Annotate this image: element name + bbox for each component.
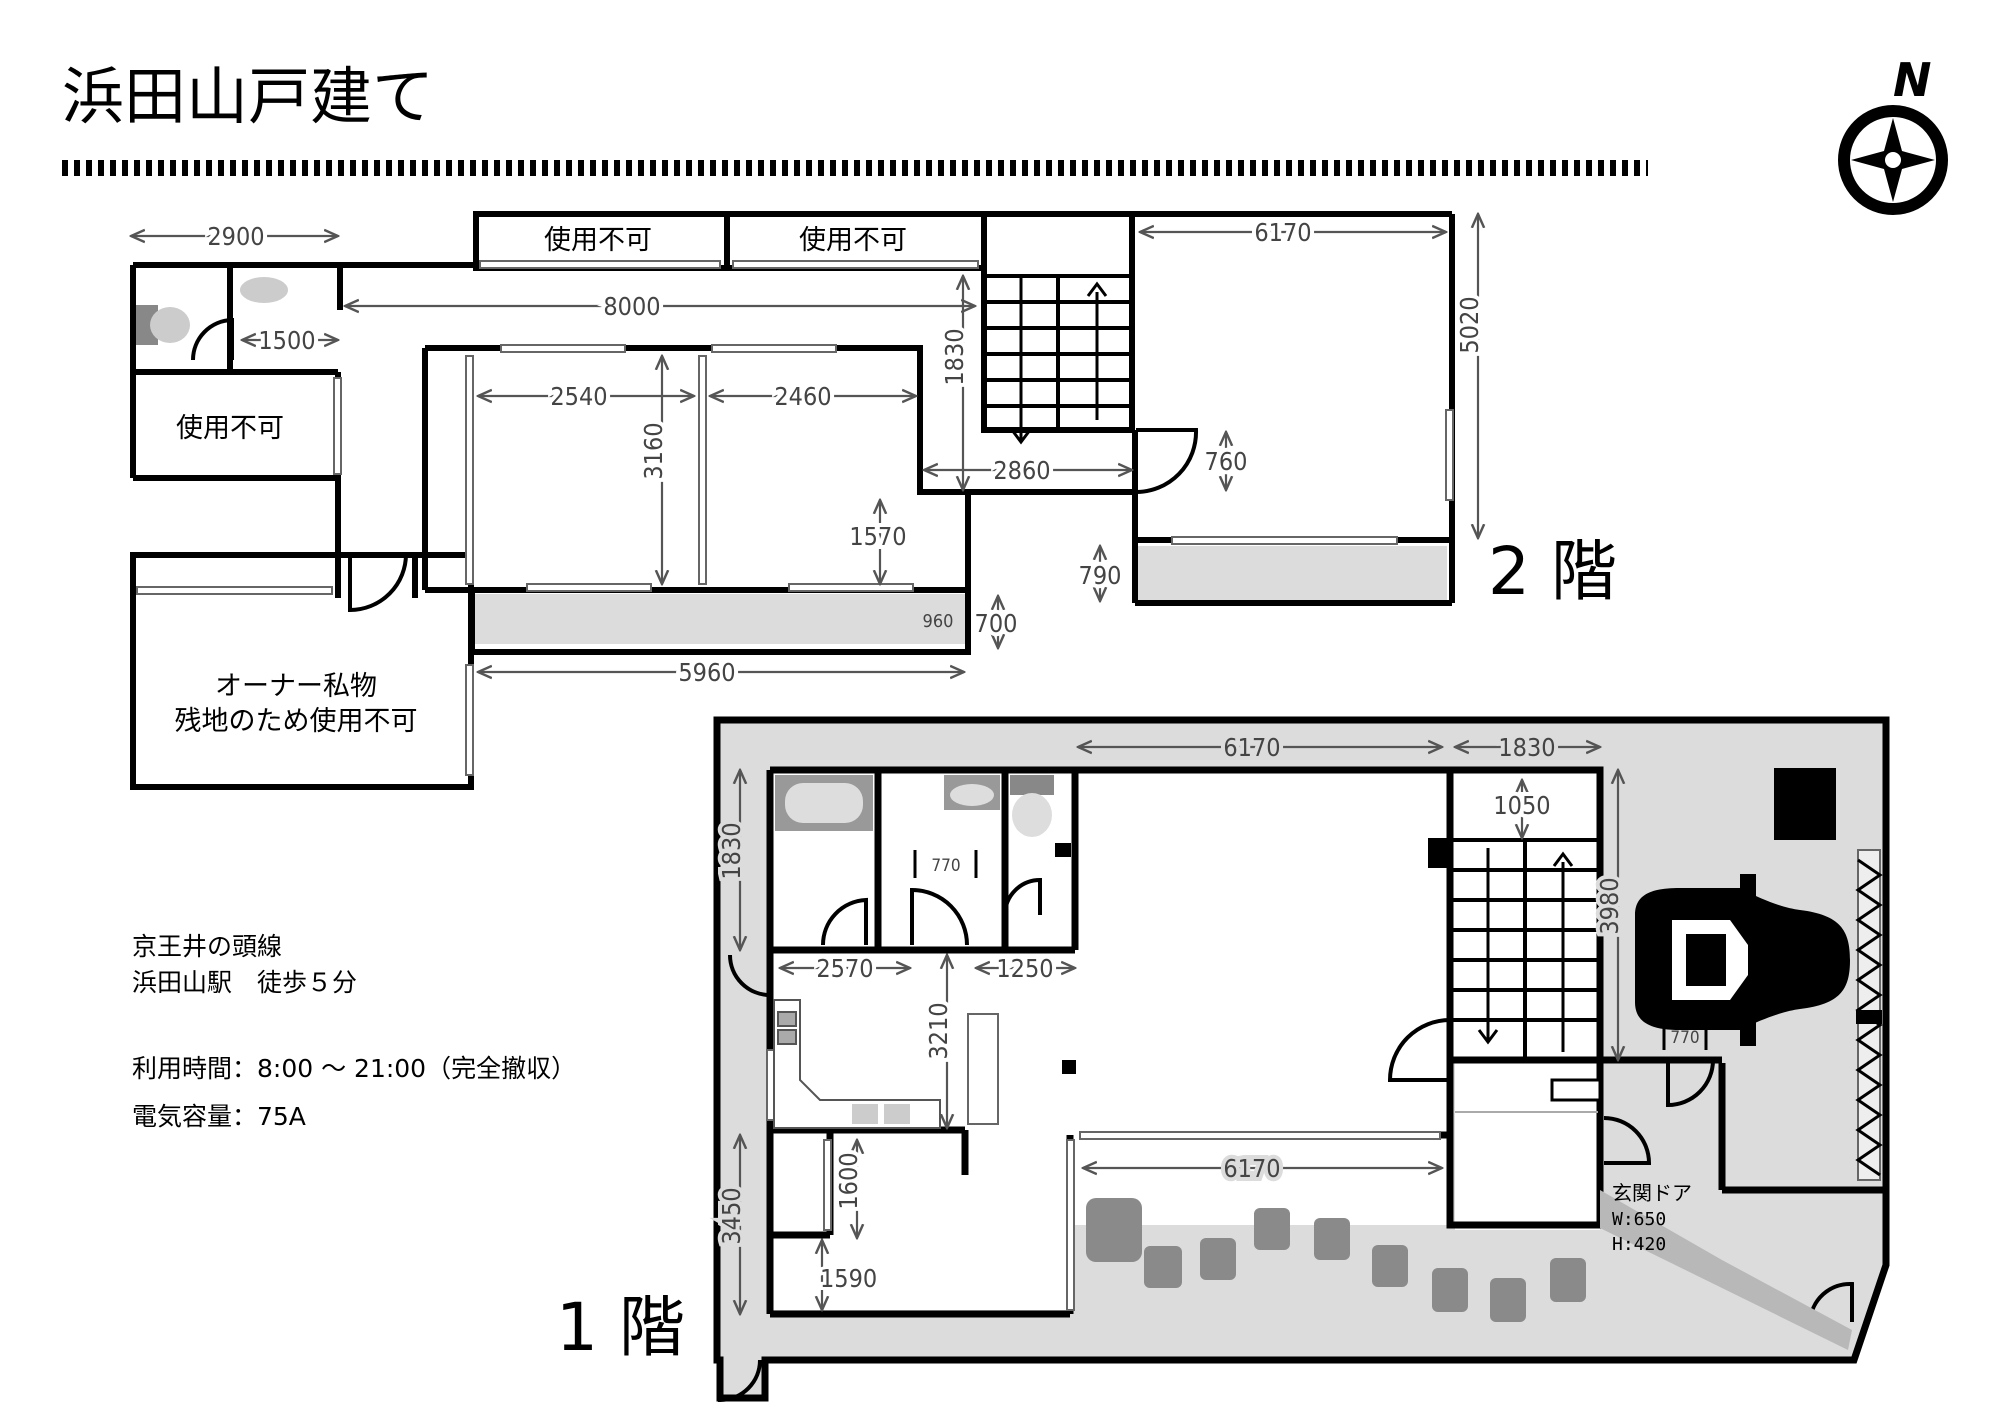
page-title: 浜田山戸建て <box>62 60 434 133</box>
room-unusable-b: 使用不可 <box>799 225 907 256</box>
stairs-icon <box>984 274 1132 445</box>
stairs-icon-f1 <box>1428 838 1600 1060</box>
entrance-width: W:650 <box>1612 1209 1666 1230</box>
kitchen-counter <box>773 999 941 1129</box>
dim-1570: 1570 <box>849 522 906 551</box>
dim-5020: 5020 <box>1455 296 1484 353</box>
entrance-label: 玄関ドア <box>1612 1181 1692 1205</box>
dim-1590: 1590 <box>820 1264 877 1293</box>
dim-8000: 8000 <box>603 292 660 321</box>
toilet-icon <box>136 305 190 345</box>
dim-1250: 1250 <box>996 954 1053 983</box>
compass-icon: N <box>1838 53 1948 215</box>
room-unusable-a: 使用不可 <box>544 225 652 256</box>
stepping-stones <box>1086 1198 1586 1322</box>
dim-700: 700 <box>975 609 1018 638</box>
access-line1: 京王井の頭線 <box>132 932 283 961</box>
dim-770-wc: 770 <box>931 856 960 876</box>
floor2-plan: 使用不可 使用不可 使用不可 オーナー私物 残地のため使用不可 2 階 2900… <box>131 211 1617 790</box>
sink-icon <box>240 277 288 303</box>
usage-hours: 利用時間：8:00 ～ 21:00（完全撤収） <box>132 1054 577 1083</box>
dim-3450: 3450 <box>717 1187 746 1244</box>
equipment-box <box>1774 768 1836 840</box>
dim-760: 760 <box>1205 447 1248 476</box>
bathtub-icon <box>775 775 873 831</box>
car-icon <box>1635 874 1850 1046</box>
room-owner-line2: 残地のため使用不可 <box>175 706 418 737</box>
room-unusable-c: 使用不可 <box>176 413 284 444</box>
dim-1500: 1500 <box>258 326 315 355</box>
entrance-height: H:420 <box>1612 1234 1666 1255</box>
dim-1050: 1050 <box>1493 791 1550 820</box>
dim-770-entrance: 770 <box>1670 1028 1699 1048</box>
dim-6170-bottom: 6170 <box>1223 1154 1280 1183</box>
access-line2: 浜田山駅 徒歩５分 <box>132 968 358 997</box>
dim-2460: 2460 <box>774 382 831 411</box>
dim-6170-top: 6170 <box>1223 733 1280 762</box>
dim-960: 960 <box>923 611 954 632</box>
dim-1830-f2: 1830 <box>940 328 969 385</box>
dim-1830-left: 1830 <box>717 822 746 879</box>
room-owner-line1: オーナー私物 <box>215 671 377 702</box>
dim-3160: 3160 <box>639 422 668 479</box>
dim-3210: 3210 <box>924 1002 953 1059</box>
dim-2900: 2900 <box>207 222 264 251</box>
floor1-label: 1 階 <box>556 1289 685 1366</box>
dim-3980: 3980 <box>1595 877 1624 934</box>
compass-north-label: N <box>1893 53 1932 107</box>
dim-790: 790 <box>1079 561 1122 590</box>
dim-2540: 2540 <box>550 382 607 411</box>
floor2-label: 2 階 <box>1488 533 1617 610</box>
dim-6170-f2: 6170 <box>1254 218 1311 247</box>
power-capacity: 電気容量：75A <box>132 1102 306 1131</box>
sink-icon-f1 <box>944 775 1000 810</box>
dim-1830-top: 1830 <box>1498 733 1555 762</box>
dim-2570: 2570 <box>816 954 873 983</box>
dim-2860: 2860 <box>993 456 1050 485</box>
dim-1600: 1600 <box>834 1152 863 1209</box>
floor1-plan: 1 階 玄関ドア W:650 H:420 6170 1830 <box>556 716 1890 1403</box>
toilet-icon-f1 <box>1010 775 1071 857</box>
dim-5960: 5960 <box>678 658 735 687</box>
